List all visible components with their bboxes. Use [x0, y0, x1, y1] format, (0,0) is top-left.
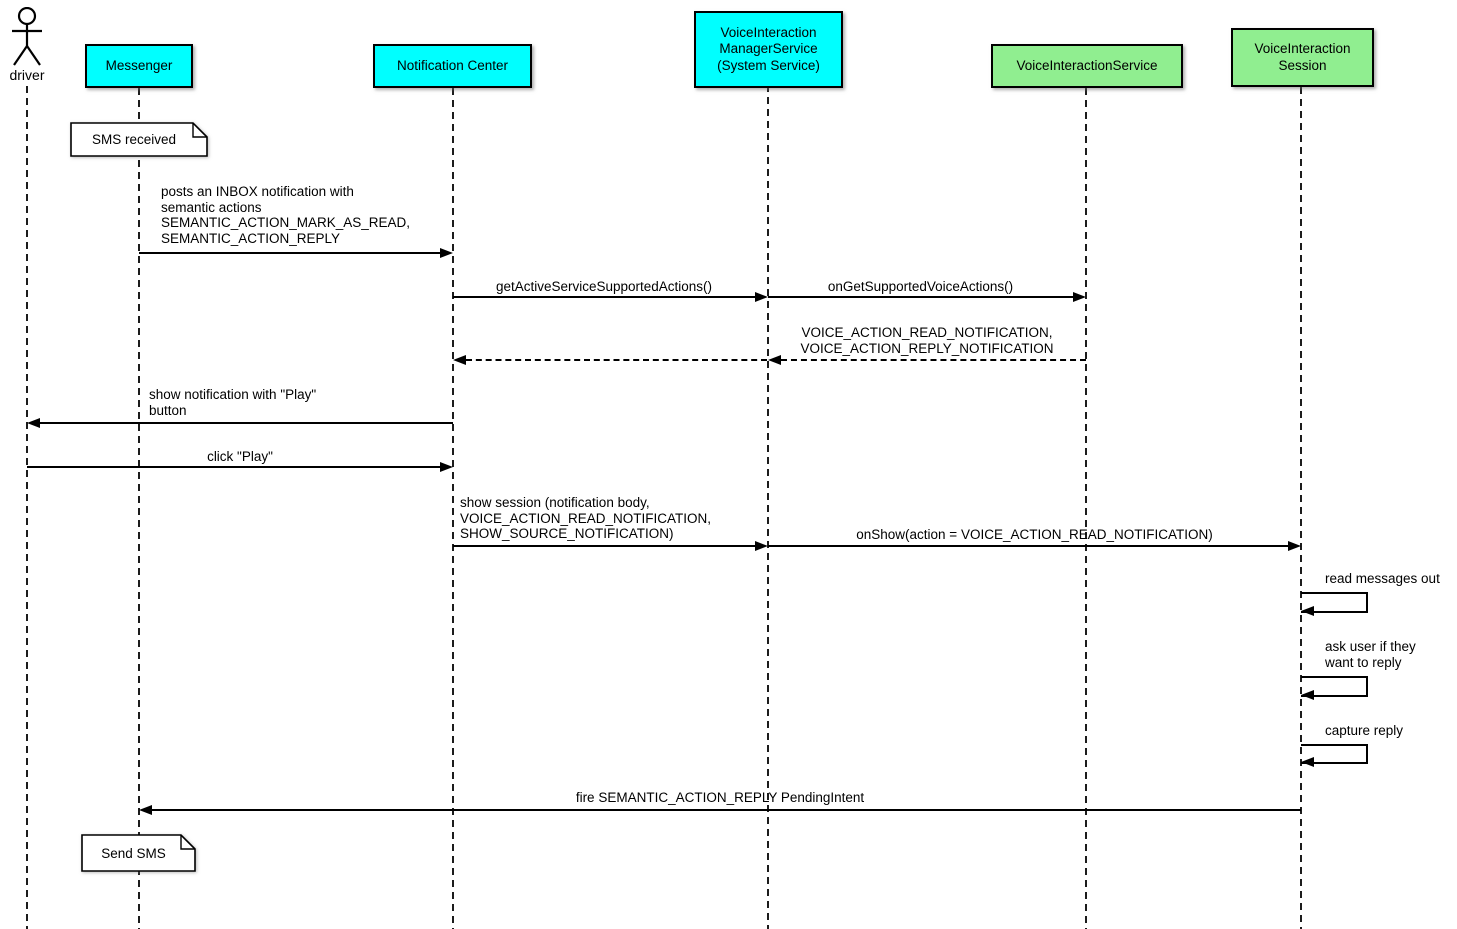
message-fire-pending-intent-arrowhead — [139, 805, 152, 815]
participant-voice-interaction-session: VoiceInteraction Session — [1231, 28, 1374, 87]
lifeline-driver — [26, 86, 28, 929]
message-fire-pending-intent-line — [152, 809, 1301, 811]
self-message-read-messages-out-loop — [1301, 592, 1368, 613]
self-message-capture-reply-arrowhead — [1301, 757, 1314, 767]
participant-messenger: Messenger — [85, 44, 193, 88]
self-message-ask-user-arrowhead — [1301, 690, 1314, 700]
lifeline-messenger — [138, 88, 140, 929]
lifeline-voice-interaction-service — [1085, 88, 1087, 929]
message-show-session-line — [453, 545, 755, 547]
lifeline-voice-interaction-manager-service — [767, 85, 769, 929]
message-on-show-arrowhead — [1288, 541, 1301, 551]
message-show-notification-arrowhead — [27, 418, 40, 428]
message-show-notification-line — [40, 422, 453, 424]
message-on-get-supported-voice-actions-label: onGetSupportedVoiceActions() — [827, 279, 1014, 294]
return-voice-actions-arrowhead — [768, 355, 781, 365]
message-posts-inbox-line — [139, 252, 440, 254]
message-fire-pending-intent-label: fire SEMANTIC_ACTION_REPLY PendingIntent — [575, 790, 865, 805]
self-message-capture-reply-loop — [1301, 744, 1368, 764]
return-voice-actions-label: VOICE_ACTION_READ_NOTIFICATION, VOICE_AC… — [800, 325, 1054, 356]
message-get-active-service-supported-actions-line — [453, 296, 755, 298]
actor-driver-label: driver — [9, 67, 45, 83]
message-click-play-arrowhead — [440, 462, 453, 472]
message-posts-inbox-arrowhead — [440, 248, 453, 258]
lifeline-voice-interaction-session — [1300, 87, 1302, 929]
note-shape — [70, 122, 208, 157]
participant-notification-center: Notification Center — [373, 44, 532, 88]
self-message-read-messages-out-arrowhead — [1301, 606, 1314, 616]
participant-voice-interaction-manager-service: VoiceInteraction ManagerService (System … — [694, 11, 843, 88]
message-on-show-line — [768, 545, 1288, 547]
message-click-play-line — [27, 466, 440, 468]
note-shape — [81, 834, 196, 872]
return-to-notification-center-line — [466, 359, 767, 361]
self-message-ask-user-label: ask user if they want to reply — [1325, 639, 1416, 670]
message-on-get-supported-voice-actions-line — [768, 296, 1073, 298]
message-on-show-label: onShow(action = VOICE_ACTION_READ_NOTIFI… — [856, 527, 1213, 542]
message-show-session-label: show session (notification body, VOICE_A… — [460, 495, 712, 542]
lifeline-notification-center — [452, 88, 454, 929]
note-send-sms-text: Send SMS — [101, 845, 166, 861]
message-on-get-supported-voice-actions-arrowhead — [1073, 292, 1086, 302]
message-posts-inbox-label: posts an INBOX notification with semanti… — [161, 184, 411, 247]
self-message-capture-reply-label: capture reply — [1325, 723, 1404, 738]
message-get-active-service-supported-actions-arrowhead — [755, 292, 768, 302]
message-get-active-service-supported-actions-label: getActiveServiceSupportedActions() — [495, 279, 713, 294]
note-sms-received: SMS received — [70, 122, 208, 157]
message-show-session-arrowhead — [755, 541, 768, 551]
message-show-notification-label: show notification with "Play" button — [149, 387, 317, 418]
message-click-play-label: click "Play" — [207, 449, 273, 464]
note-send-sms: Send SMS — [81, 834, 196, 872]
return-to-notification-center-arrowhead — [453, 355, 466, 365]
participant-voice-interaction-service: VoiceInteractionService — [991, 44, 1183, 88]
actor-driver-icon — [12, 7, 42, 66]
return-voice-actions-line — [781, 359, 1086, 361]
self-message-ask-user-loop — [1301, 676, 1368, 697]
self-message-read-messages-out-label: read messages out — [1325, 571, 1440, 586]
note-sms-received-text: SMS received — [91, 132, 177, 147]
